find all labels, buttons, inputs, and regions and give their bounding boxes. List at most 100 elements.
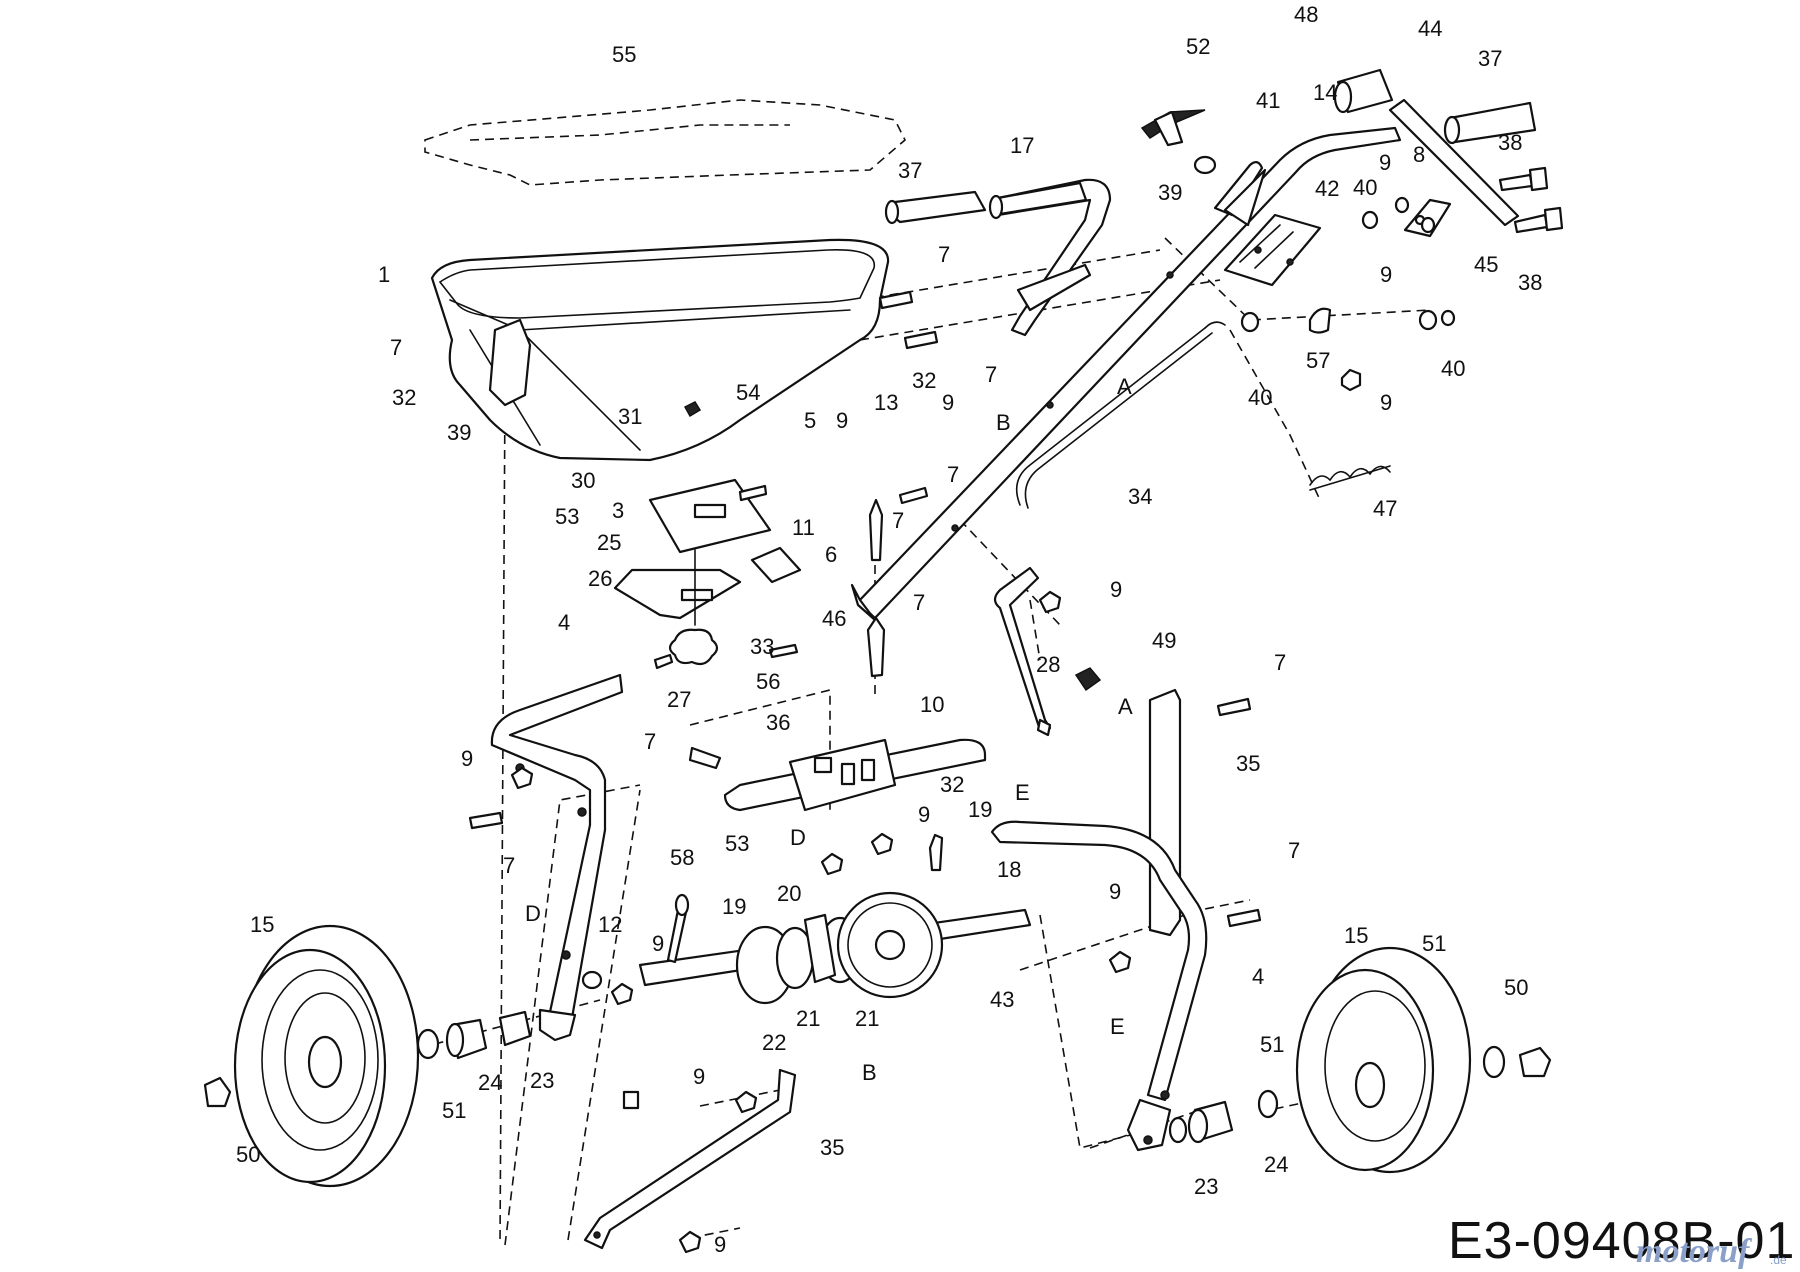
callout-c55: 55 (612, 42, 636, 67)
callout-c34: 34 (1128, 484, 1152, 509)
bracket-42 (1223, 213, 1322, 287)
callout-c22: 22 (762, 1030, 786, 1055)
callout-c33: 33 (750, 634, 774, 659)
callout-cB1: B (996, 410, 1011, 435)
spring-47 (1309, 465, 1391, 491)
callout-c9l: 9 (714, 1232, 726, 1257)
callout-c14: 14 (1313, 80, 1337, 105)
hub-parts (203, 1010, 1552, 1144)
callout-c3: 3 (612, 498, 624, 523)
callout-c21a: 21 (796, 1006, 820, 1031)
callout-c7e: 7 (938, 242, 950, 267)
callout-cA2: A (1118, 694, 1133, 719)
callout-c35a: 35 (1236, 751, 1260, 776)
callout-cE1: E (1015, 780, 1030, 805)
callout-c11: 11 (792, 515, 815, 540)
callout-c20: 20 (777, 881, 801, 906)
callout-c7h: 7 (644, 729, 656, 754)
callout-c45: 45 (1474, 252, 1498, 277)
callout-c9b: 9 (942, 390, 954, 415)
fasteners (468, 290, 1262, 1254)
callout-c50b: 50 (236, 1142, 260, 1167)
callout-c19a: 19 (968, 797, 992, 822)
wheel-left (233, 924, 420, 1188)
callout-c24a: 24 (478, 1070, 502, 1095)
callout-c32a: 32 (392, 385, 416, 410)
callout-c23b: 23 (1194, 1174, 1218, 1199)
callout-c37b: 37 (1478, 46, 1502, 71)
watermark-logo: motoruf .de (1636, 1233, 1787, 1270)
hopper (430, 238, 890, 462)
callout-c40a: 40 (1353, 175, 1377, 200)
callout-c15b: 15 (1344, 923, 1368, 948)
callout-c40b: 40 (1441, 356, 1465, 381)
callout-c51b: 51 (1260, 1032, 1284, 1057)
callout-c37a: 37 (898, 158, 922, 183)
callout-c40c: 40 (1248, 385, 1272, 410)
callout-c24b: 24 (1264, 1152, 1288, 1177)
callout-c51a: 51 (1422, 931, 1446, 956)
frame-10 (723, 738, 987, 812)
callout-c7c: 7 (892, 508, 904, 533)
callout-c49: 49 (1152, 628, 1176, 653)
callout-cD1: D (790, 825, 806, 850)
leg-right (990, 820, 1208, 1152)
callout-c23a: 23 (530, 1068, 554, 1093)
callout-cB2: B (862, 1060, 877, 1085)
callout-c44: 44 (1418, 16, 1442, 41)
support-35-lower (583, 1068, 797, 1250)
callout-c9h: 9 (461, 746, 473, 771)
callout-c17: 17 (1010, 133, 1034, 158)
callout-c19b: 19 (722, 894, 746, 919)
callout-c58: 58 (670, 845, 694, 870)
callout-c7d: 7 (913, 590, 925, 615)
crossbar (1333, 68, 1537, 227)
callout-c31: 31 (618, 404, 642, 429)
callout-c39a: 39 (447, 420, 471, 445)
callout-c41: 41 (1256, 88, 1280, 113)
callout-c7b: 7 (947, 462, 959, 487)
callout-c8: 8 (1413, 142, 1425, 167)
callout-cE2: E (1110, 1014, 1125, 1039)
callout-c15a: 15 (250, 912, 274, 937)
control-rod (1015, 321, 1226, 509)
svg-text:.de: .de (1770, 1253, 1787, 1267)
bolts-38 (1498, 166, 1564, 234)
callout-c51c: 51 (442, 1098, 466, 1123)
callout-c57: 57 (1306, 348, 1330, 373)
callout-c54: 54 (736, 380, 760, 405)
callout-c13: 13 (874, 390, 898, 415)
callout-c7a: 7 (390, 335, 402, 360)
callout-c5: 5 (804, 408, 816, 433)
callout-c9g: 9 (918, 802, 930, 827)
callout-c48: 48 (1294, 2, 1318, 27)
callout-c46: 46 (822, 606, 846, 631)
callout-c52: 52 (1186, 34, 1210, 59)
callout-c25: 25 (597, 530, 621, 555)
callout-c1: 1 (378, 262, 390, 287)
callout-c9e: 9 (1380, 390, 1392, 415)
control-knob (1140, 109, 1267, 227)
wheel-right (1295, 946, 1472, 1174)
callout-c9j: 9 (652, 931, 664, 956)
callout-c35b: 35 (820, 1135, 844, 1160)
callout-c9k: 9 (693, 1064, 705, 1089)
knob-49 (1074, 667, 1102, 692)
pin-58 (666, 833, 944, 964)
callout-c28: 28 (1036, 652, 1060, 677)
drawing-code: E3-09408B-01 (1448, 1212, 1795, 1270)
callout-c42: 42 (1315, 176, 1339, 201)
callout-c50a: 50 (1504, 975, 1528, 1000)
upper-handle (996, 178, 1112, 337)
callout-c9f: 9 (1110, 577, 1122, 602)
callout-c7j: 7 (1288, 838, 1300, 863)
callout-c9i: 9 (1109, 879, 1121, 904)
callout-cA1: A (1117, 374, 1132, 399)
callout-c53b: 53 (725, 831, 749, 856)
callout-c43: 43 (990, 987, 1014, 1012)
callout-c21b: 21 (855, 1006, 879, 1031)
square-marker (622, 1090, 640, 1110)
agitator (613, 478, 802, 666)
callout-c9c: 9 (1379, 150, 1391, 175)
